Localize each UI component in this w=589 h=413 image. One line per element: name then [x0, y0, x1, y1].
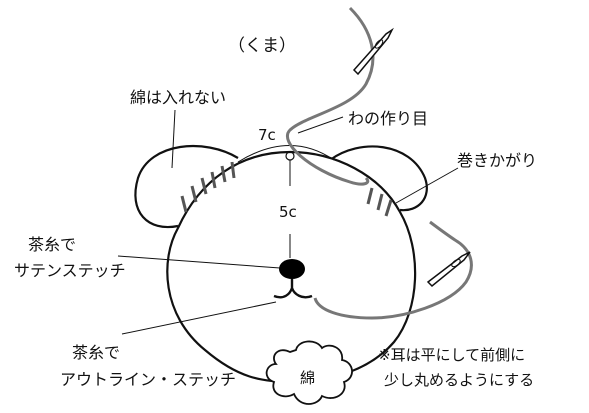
- height-label: 5c: [279, 203, 297, 221]
- leader-line-satin-stitch: [117, 255, 281, 269]
- note-line1: ※耳は平にして前側に: [378, 346, 525, 364]
- label-no-stuffing: 綿は入れない: [130, 88, 226, 107]
- width-label: 7c: [258, 126, 276, 144]
- upper-thread: [286, 6, 375, 186]
- label-outline-stitch-line1: 茶糸で: [72, 343, 120, 362]
- leader-line-whipstitch: [395, 167, 459, 204]
- diagram-title: （くま）: [228, 36, 296, 56]
- label-whipstitch: 巻きかがり: [457, 151, 537, 170]
- lower-thread: [313, 220, 473, 320]
- label-loop-knot: わの作り目: [348, 109, 428, 128]
- label-satin-stitch-line2: サテンステッチ: [14, 261, 126, 280]
- note-line2: 少し丸めるようにする: [384, 371, 534, 389]
- leader-line-outline-stitch: [121, 301, 277, 335]
- width-dimension-line: [237, 145, 335, 163]
- upper-needle-icon: [352, 27, 394, 76]
- label-satin-stitch-line1: 茶糸で: [28, 235, 76, 254]
- nose: [279, 259, 305, 279]
- leader-line-loop-knot: [297, 116, 344, 134]
- whipstitch-marks-right: [366, 187, 393, 217]
- left-ear: [134, 144, 239, 229]
- mouth-outline-stitch: [273, 279, 313, 299]
- leader-line-no-stuffing: [171, 109, 176, 169]
- right-ear: [329, 145, 428, 212]
- whipstitch-marks-left: [180, 161, 236, 213]
- label-outline-stitch-line2: アウトライン・ステッチ: [60, 370, 236, 389]
- lower-needle-icon: [426, 251, 471, 288]
- cotton-label: 綿: [300, 369, 315, 387]
- cotton-stuffing: [265, 340, 353, 405]
